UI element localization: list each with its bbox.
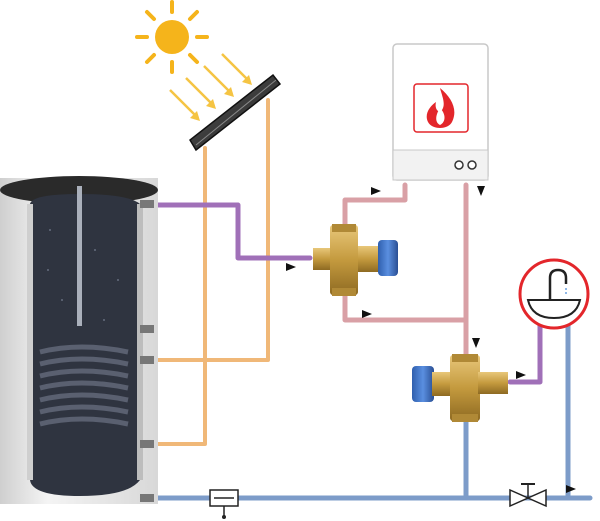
hot-water-cylinder: [0, 176, 158, 504]
solar-panel: [189, 73, 282, 152]
heat-exchanger-coil: [39, 344, 129, 427]
flame-icon: [426, 88, 455, 128]
diverter-to-mixer-pipe: [342, 287, 469, 363]
sun-rays: [169, 53, 252, 121]
sink-tap-icon: [518, 258, 590, 330]
solar-loop-pipe: [148, 98, 270, 446]
cold-water-pipe: [147, 322, 593, 501]
stop-valve: [509, 483, 547, 508]
gas-boiler: [392, 43, 489, 181]
sun-icon: [135, 0, 209, 74]
check-valve: [209, 489, 239, 519]
thermostatic-valve: [313, 224, 398, 296]
flow-arrows: [286, 186, 576, 493]
boiler-feed-pipe: [342, 182, 408, 235]
tank-hot-outlet-pipe: [147, 202, 313, 261]
thermostatic-mixing-valve: [412, 354, 508, 422]
mixed-water-pipe: [507, 322, 543, 385]
